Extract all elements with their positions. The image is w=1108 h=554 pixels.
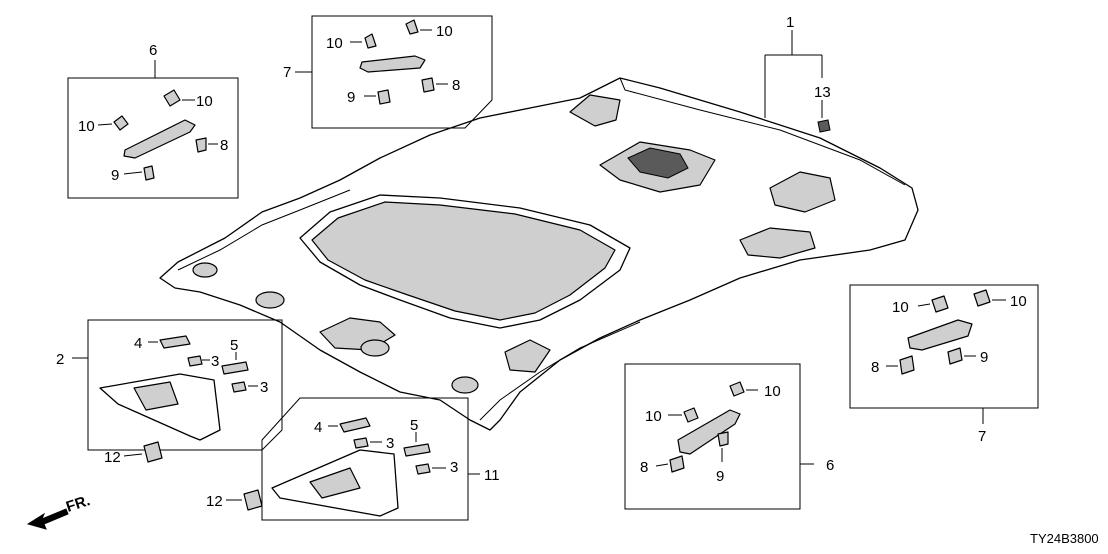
callout-10d: 10	[436, 23, 453, 40]
callout-7-top: 7	[283, 64, 291, 81]
callout-11: 11	[484, 467, 500, 484]
sun-visor-left-set	[72, 319, 283, 463]
callout-12a: 12	[104, 449, 121, 466]
grab-handle-set-top-middle	[295, 15, 493, 129]
grab-handle-set-right	[849, 284, 1039, 424]
callout-10g: 10	[892, 299, 909, 316]
callout-10b: 10	[78, 118, 95, 135]
callout-10h: 10	[1010, 293, 1027, 310]
callout-6-top: 6	[149, 42, 157, 59]
callout-1: 1	[786, 14, 794, 31]
callout-9b: 9	[347, 89, 355, 106]
callout-2: 2	[56, 351, 64, 368]
callout-10c: 10	[326, 35, 343, 52]
callout-8b: 8	[452, 77, 460, 94]
callout-8d: 8	[871, 359, 879, 376]
callout-3b: 3	[260, 379, 268, 396]
callout-8a: 8	[220, 137, 228, 154]
callout-10f: 10	[645, 408, 662, 425]
callout-9d: 9	[980, 349, 988, 366]
grab-handle-set-bottom-right	[624, 363, 814, 510]
sun-visor-right-set	[226, 397, 480, 521]
callout-3d: 3	[450, 459, 458, 476]
clip-13-icon	[817, 119, 831, 133]
callout-9c: 9	[716, 468, 724, 485]
callout-4b: 4	[314, 419, 322, 436]
grab-handle-set-top-left	[67, 60, 239, 199]
front-direction-arrow-icon	[26, 508, 69, 530]
callout-8c: 8	[640, 459, 648, 476]
callout-5a: 5	[230, 337, 238, 354]
callout-9a: 9	[111, 167, 119, 184]
callout-3c: 3	[386, 435, 394, 452]
callout-4a: 4	[134, 335, 142, 352]
callout-12b: 12	[206, 493, 223, 510]
diagram-code: TY24B3800	[1030, 531, 1099, 546]
headliner-assembly	[159, 77, 919, 431]
callout-7-right: 7	[978, 428, 986, 445]
front-label: FR.	[64, 492, 92, 516]
callout-10a: 10	[196, 93, 213, 110]
callout-13: 13	[814, 84, 831, 101]
callout-10e: 10	[764, 383, 781, 400]
callout-5b: 5	[410, 417, 418, 434]
leader-1	[764, 30, 823, 118]
callout-6-bottom: 6	[826, 457, 834, 474]
callout-3a: 3	[211, 353, 219, 370]
